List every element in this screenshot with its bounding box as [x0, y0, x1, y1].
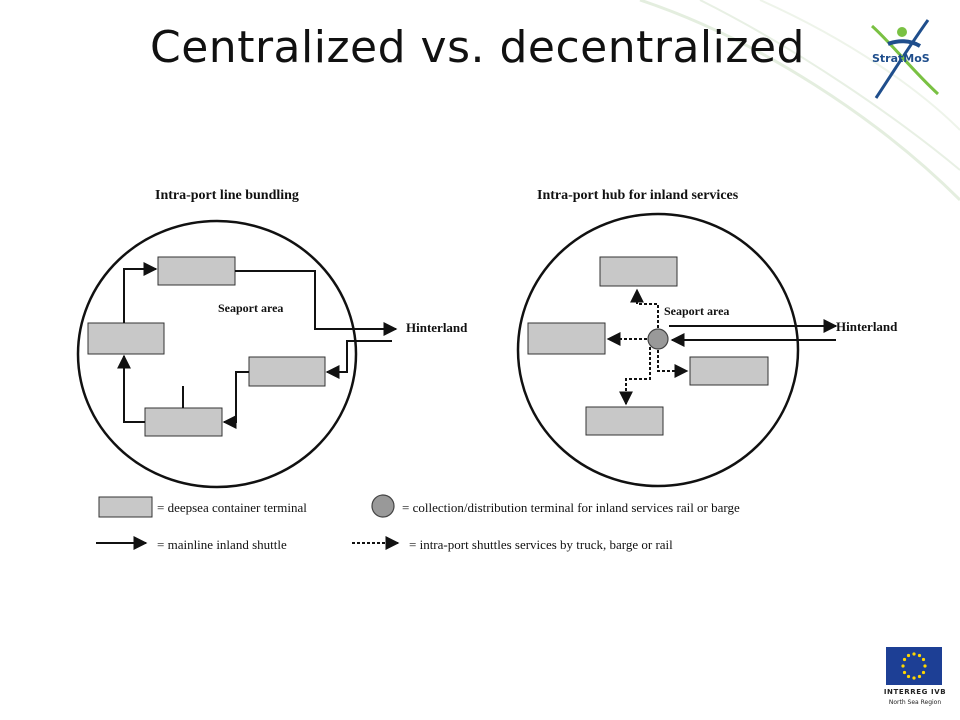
left-arrow-from-hinterland	[325, 340, 392, 379]
legend-intraport-text: = intra-port shuttles services by truck,…	[409, 537, 673, 552]
legend-hub-text: = collection/distribution terminal for i…	[402, 500, 740, 515]
left-seaport-label: Seaport area	[218, 301, 283, 315]
stratmos-logo-label: StratMoS	[872, 52, 930, 65]
left-terminal-bottom	[144, 407, 223, 437]
stratmos-logo-icon	[870, 19, 940, 99]
left-terminal-top	[157, 256, 236, 286]
right-shuttle-to-top	[630, 288, 659, 328]
north-sea-region-label: North Sea Region	[888, 699, 942, 706]
right-diagram-title: Intra-port hub for inland services	[537, 188, 739, 203]
eu-stars-icon	[901, 652, 927, 680]
right-terminal-right	[689, 356, 769, 386]
left-terminal-left	[87, 322, 165, 355]
left-diagram-title: Intra-port line bundling	[155, 188, 299, 203]
left-hinterland-label: Hinterland	[406, 320, 468, 335]
right-shuttle-to-bottom	[619, 347, 651, 406]
left-arrow-to-hinterland	[235, 270, 398, 336]
left-terminal-right	[248, 356, 326, 387]
left-seaport-circle	[76, 219, 358, 489]
slide-title: Centralized vs. decentralized	[150, 22, 805, 73]
eu-flag-logo-icon	[886, 647, 942, 685]
right-seaport-circle	[516, 212, 800, 488]
left-line-bottom-left	[123, 357, 145, 423]
right-terminal-left	[527, 322, 606, 355]
right-hub-terminal	[647, 328, 669, 350]
right-shuttle-to-right	[657, 350, 689, 378]
interreg-label: INTERREG IVB	[883, 688, 947, 696]
legend-hub-swatch	[371, 494, 395, 518]
right-terminal-bottom	[585, 406, 664, 436]
legend-terminal-text: = deepsea container terminal	[157, 500, 307, 515]
right-seaport-label: Seaport area	[664, 304, 729, 318]
left-arrow-to-top-terminal	[123, 262, 158, 323]
left-arrow-to-bottom-terminal	[222, 371, 249, 429]
legend-terminal-swatch	[98, 496, 153, 518]
right-hinterland-label: Hinterland	[836, 319, 898, 334]
legend-mainline-text: = mainline inland shuttle	[157, 537, 287, 552]
right-terminal-top	[599, 256, 678, 287]
